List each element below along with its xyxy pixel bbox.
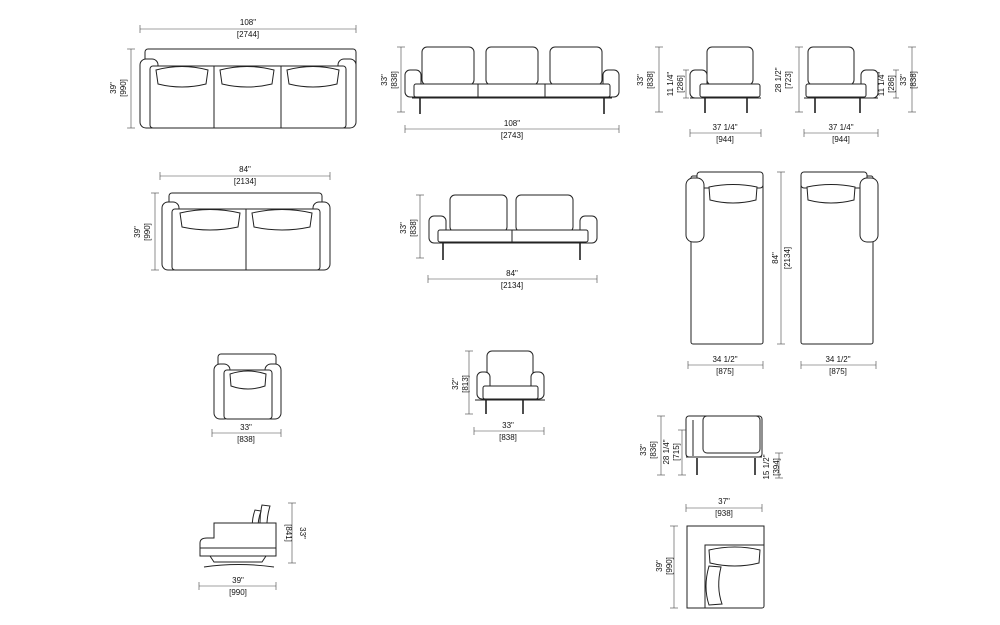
- armchair-front-height-dimension: 32" [813]: [451, 350, 473, 415]
- dim-label: 108": [240, 18, 256, 27]
- chaise-right-width-dimension: 34 1/2" [875]: [800, 355, 877, 376]
- dim-label: 28 1/4": [662, 439, 671, 464]
- corner-module-front-dimensions: 33" [836] 28 1/4" [715] 15 1/2" [394] 37…: [639, 415, 783, 518]
- dim-label: 32": [451, 378, 460, 390]
- dim-label: 37": [718, 497, 730, 506]
- dim-label: 11 1/4": [877, 72, 886, 97]
- dim-label: 33": [380, 74, 389, 86]
- sofa-3-seat-top-view: [139, 48, 357, 129]
- sofa-2-seat-front-width-dimension: 84" [2134]: [427, 269, 598, 290]
- dim-label: 84": [239, 165, 251, 174]
- chaise-left-width-dimension: 34 1/2" [875]: [687, 355, 764, 376]
- dim-label-mm: [723]: [784, 71, 793, 89]
- arm-module-front-right-dimensions: 11 1/4" [286] 33" [838] 37 1/4" [944]: [803, 46, 918, 144]
- dim-label: 33": [502, 421, 514, 430]
- armchair-top-view: [213, 353, 282, 420]
- dim-label: 39": [109, 82, 118, 94]
- sofa-2-seat-top-depth-dimension: 39" [990]: [133, 192, 159, 271]
- dim-label: 84": [771, 252, 780, 264]
- dim-label-mm: [836]: [649, 441, 658, 459]
- dim-label-mm: [2743]: [501, 131, 523, 140]
- dim-label-mm: [715]: [672, 443, 681, 461]
- sofa-2-seat-front-view: [428, 194, 598, 260]
- dim-label-mm: [990]: [119, 79, 128, 97]
- sofa-side-width-dimension: 39" [990]: [198, 576, 277, 597]
- sofa-3-seat-front-view: [404, 46, 620, 114]
- sofa-3-seat-top-depth-dimension: 39" [990]: [109, 48, 135, 129]
- dim-label: 11 1/4": [666, 72, 675, 97]
- chaise-left-top-view: [685, 171, 764, 345]
- dim-label-mm: [838]: [409, 219, 418, 237]
- dim-label: 33": [298, 527, 307, 539]
- dim-label: 39": [133, 226, 142, 238]
- dim-label-mm: [838]: [499, 433, 517, 442]
- dim-label-mm: [838]: [390, 71, 399, 89]
- dim-label: 15 1/2": [762, 454, 771, 479]
- dim-label-mm: [944]: [716, 135, 734, 144]
- dim-label-mm: [286]: [676, 75, 685, 93]
- corner-module-front-view: [685, 415, 763, 475]
- dim-label-mm: [2134]: [501, 281, 523, 290]
- sofa-2-seat-front-height-dimension: 33" [838]: [399, 194, 424, 259]
- armchair-top-width-dimension: 33" [838]: [211, 423, 282, 444]
- dim-label-mm: [2744]: [237, 30, 259, 39]
- dim-label-mm: [2134]: [783, 247, 792, 269]
- chaise-right-top-view: [800, 171, 879, 345]
- corner-module-top-depth-dimension: 39" [990]: [655, 525, 678, 609]
- dim-label: 37 1/4": [712, 123, 737, 132]
- dim-label-mm: [944]: [832, 135, 850, 144]
- dim-label: 39": [232, 576, 244, 585]
- chaise-length-dimension: 84" [2134]: [771, 171, 792, 345]
- dim-label: 33": [899, 74, 908, 86]
- sofa-3-seat-top-width-dimension: 108" [2744]: [139, 18, 357, 39]
- sofa-2-seat-top-width-dimension: 84" [2134]: [159, 165, 331, 186]
- dim-label: 34 1/2": [712, 355, 737, 364]
- dim-label: 37 1/4": [828, 123, 853, 132]
- dim-label: 33": [240, 423, 252, 432]
- sofa-2-seat-top-view: [161, 192, 331, 271]
- dim-label: 33": [636, 74, 645, 86]
- dim-label: 33": [639, 444, 648, 456]
- dim-label-mm: [838]: [646, 71, 655, 89]
- corner-module-top-view: [686, 525, 765, 609]
- dim-label-mm: [394]: [772, 458, 781, 476]
- dim-label-mm: [875]: [716, 367, 734, 376]
- dim-label-mm: [813]: [461, 375, 470, 393]
- dim-label: 39": [655, 560, 664, 572]
- sofa-side-height-dimension: 33" [841]: [284, 502, 307, 564]
- dim-label: 84": [506, 269, 518, 278]
- dim-label-mm: [841]: [284, 524, 293, 542]
- dim-label-mm: [990]: [665, 557, 674, 575]
- sofa-3-seat-front-height-dimension: 33" [838]: [380, 46, 405, 113]
- sofa-3-seat-front-width-dimension: 108" [2743]: [404, 119, 620, 140]
- dim-label-mm: [838]: [909, 71, 918, 89]
- dim-label-mm: [990]: [143, 223, 152, 241]
- dim-label-mm: [875]: [829, 367, 847, 376]
- arm-module-front-view-right: [804, 46, 879, 113]
- dim-label: 28 1/2": [774, 67, 783, 92]
- dim-label-mm: [286]: [887, 75, 896, 93]
- dim-label-mm: [990]: [229, 588, 247, 597]
- dim-label-mm: [838]: [237, 435, 255, 444]
- dim-label-mm: [2134]: [234, 177, 256, 186]
- armchair-front-view: [475, 350, 545, 414]
- dim-label: 33": [399, 222, 408, 234]
- arm-module-front-left-dimensions: 33" [838] 11 1/4" [286] 28 1/2" [723] 37…: [636, 46, 803, 144]
- sofa-side-view: [199, 504, 277, 568]
- dim-label: 108": [504, 119, 520, 128]
- dim-label: 34 1/2": [825, 355, 850, 364]
- dim-label-mm: [938]: [715, 509, 733, 518]
- armchair-front-width-dimension: 33" [838]: [473, 421, 545, 442]
- arm-module-front-view-left: [689, 46, 761, 113]
